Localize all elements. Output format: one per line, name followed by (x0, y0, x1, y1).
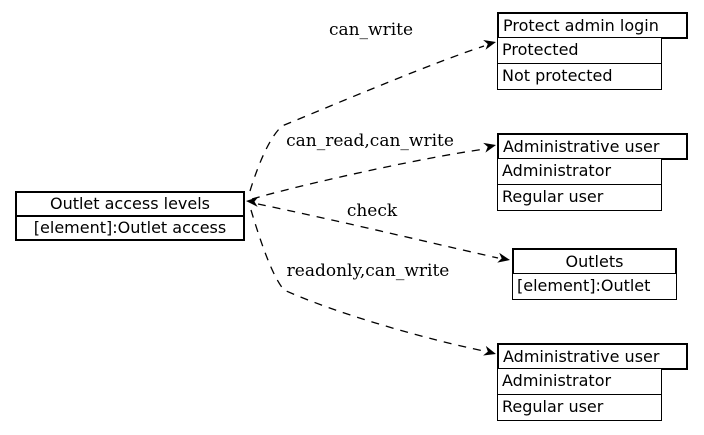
node-row: Administrator (497, 158, 662, 186)
edge-label-can-read-can-write: can_read,can_write (286, 131, 454, 151)
node-title: Administrative user (497, 133, 688, 160)
node-row: [element]:Outlet (512, 273, 677, 301)
node-outlets: Outlets [element]:Outlet (512, 248, 677, 301)
edge-can-read-can-write-line (251, 148, 486, 200)
node-row: Protected (497, 37, 662, 65)
edge-check-line (257, 203, 499, 259)
edge-readonly-can-write-line (250, 209, 485, 352)
arrowhead-administrative-user-bottom-icon (483, 345, 496, 356)
arrowhead-outlets-icon (497, 252, 510, 263)
node-protect-admin-login: Protect admin login Protected Not protec… (497, 12, 688, 90)
node-title: Protect admin login (497, 12, 688, 39)
node-title: Outlet access levels (15, 191, 245, 217)
node-row: Regular user (497, 183, 662, 211)
edge-can-write-line (249, 45, 485, 192)
node-row: Regular user (497, 393, 662, 421)
edge-label-check: check (346, 201, 398, 221)
node-administrative-user-bottom: Administrative user Administrator Regula… (497, 343, 688, 421)
arrowhead-outlet-access-levels-icon (246, 196, 259, 207)
node-administrative-user-top: Administrative user Administrator Regula… (497, 133, 688, 211)
node-row: Administrator (497, 368, 662, 396)
edge-label-can-write: can_write (328, 20, 414, 40)
node-row: [element]:Outlet access (15, 215, 245, 242)
node-outlet-access-levels: Outlet access levels [element]:Outlet ac… (15, 191, 245, 242)
arrowhead-administrative-user-top-icon (483, 142, 496, 153)
node-title: Administrative user (497, 343, 688, 370)
edge-label-readonly-can-write: readonly,can_write (286, 261, 450, 281)
node-row: Not protected (497, 62, 662, 90)
arrowhead-protect-admin-login-icon (483, 40, 496, 50)
node-title: Outlets (512, 248, 677, 275)
